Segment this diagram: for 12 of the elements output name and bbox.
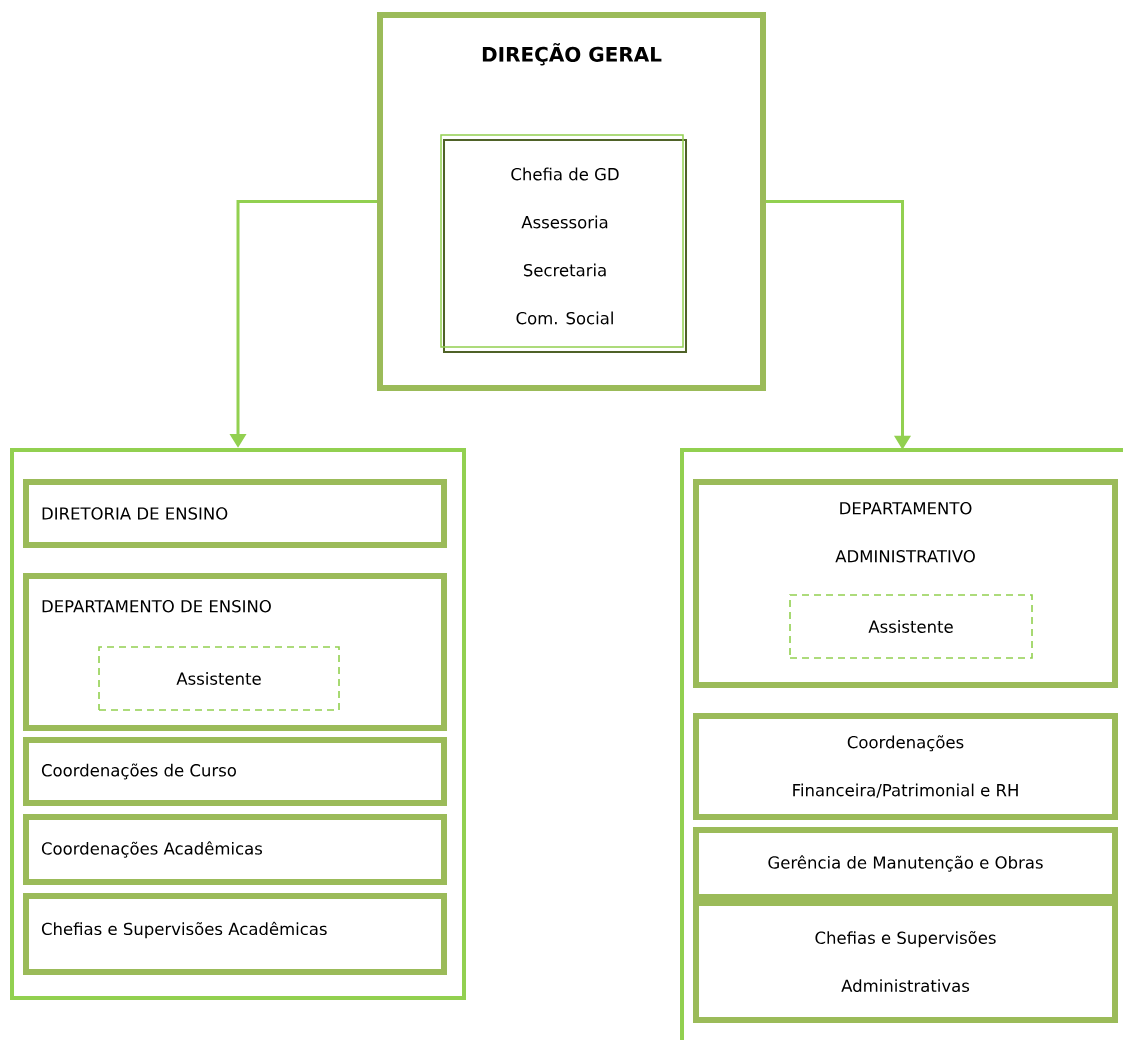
panel-frame [10,448,466,1000]
unit-box: Coordenações Acadêmicas [23,814,447,885]
panel-frame [680,448,1123,1040]
assistant-box: Assistente [789,594,1033,659]
unit-box: Coordenações Financeira/Patrimonial e RH [693,713,1118,820]
unit-box: Chefias e Supervisões Acadêmicas [23,893,447,975]
unit-box: Coordenações de Curso [23,737,447,806]
unit-box: Chefias e Supervisões Administrativas [693,900,1118,1023]
unit-box: Gerência de Manutenção e Obras [693,827,1118,900]
unit-box: DIRETORIA DE ENSINO [23,479,447,548]
unit-box: Chefia de GD Assessoria Secretaria Com. Social [440,134,687,353]
assistant-box: Assistente [98,646,340,711]
